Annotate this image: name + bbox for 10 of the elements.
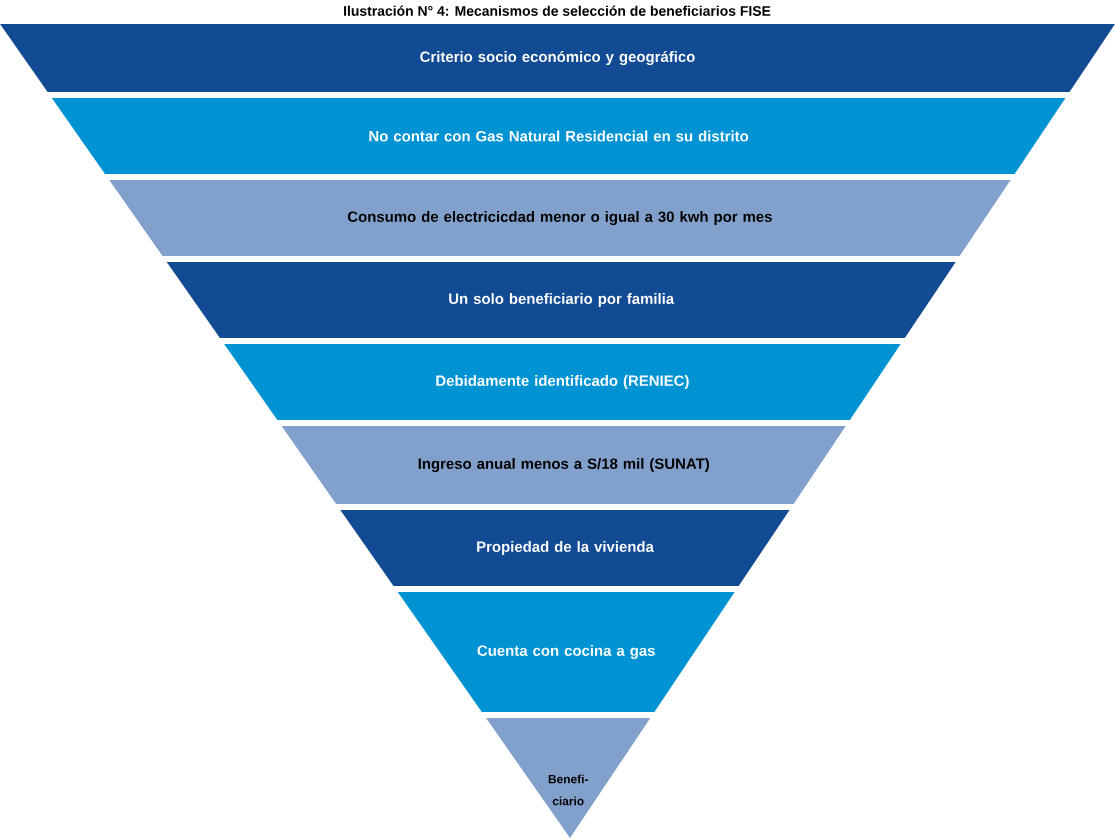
funnel-band: Benefi- ciario: [486, 718, 651, 838]
funnel-band: Criterio socio económico y geográfico: [0, 24, 1115, 92]
funnel-band: No contar con Gas Natural Residencial en su distrito: [51, 98, 1066, 174]
funnel-band: Cuenta con cocina a gas: [397, 592, 735, 712]
title: Ilustración N° 4: Mecanismos de selección de beneficiarios FISE: [344, 5, 771, 16]
funnel-band: Debidamente identificado (RENIEC): [224, 344, 901, 420]
funnel-band: Consumo de electricicdad menor o igual a 30 kwh por mes: [109, 180, 1011, 256]
funnel-band: Un solo beneficiario por familia: [166, 262, 956, 338]
funnel-band: Ingreso anual menos a S/18 mil (SUNAT): [281, 426, 846, 504]
funnel-band: Propiedad de la vivienda: [340, 510, 790, 586]
